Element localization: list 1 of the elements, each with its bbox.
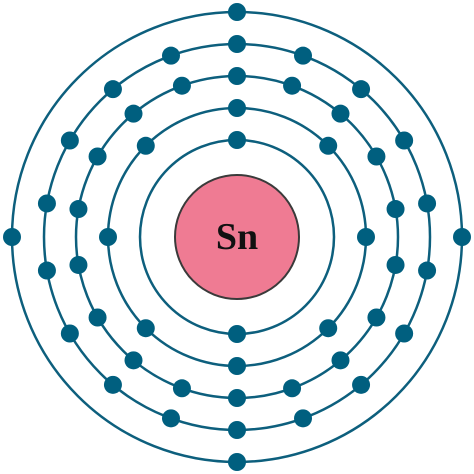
element-symbol: Sn	[216, 215, 258, 259]
